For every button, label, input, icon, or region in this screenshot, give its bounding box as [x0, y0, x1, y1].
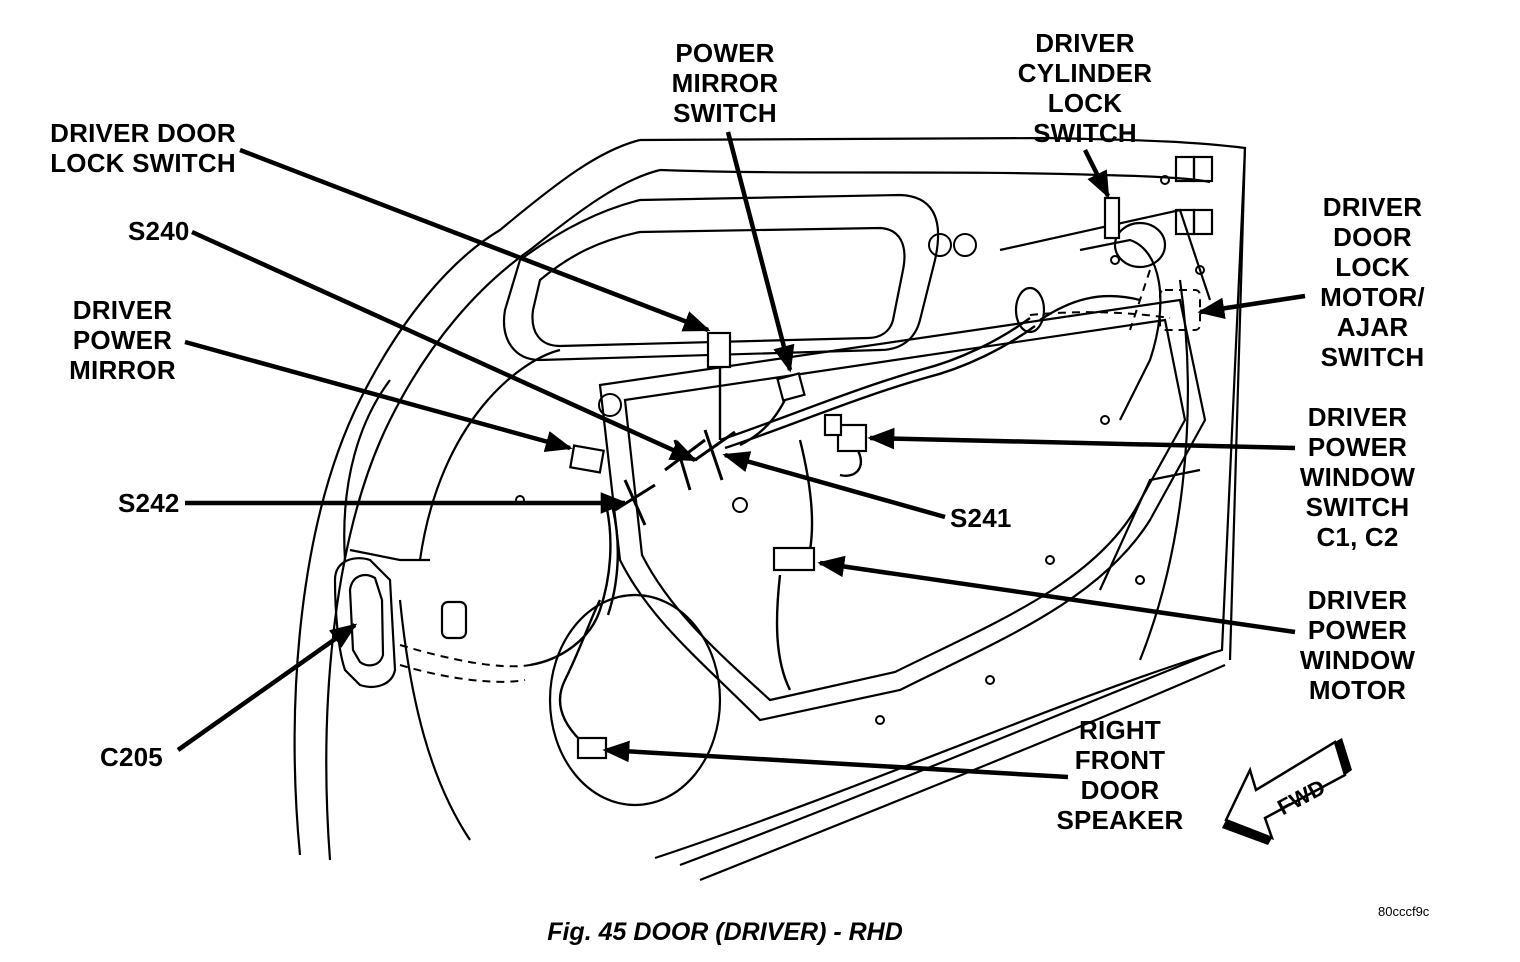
latch-assembly [333, 548, 468, 688]
leader-driver-door-lock-motor [1197, 293, 1306, 320]
leader-driver-power-window-switch [867, 427, 1296, 451]
label-driver-door-lock-switch: DRIVER DOOR LOCK SWITCH [50, 118, 236, 178]
label-s241: S241 [950, 503, 1012, 533]
fwd-arrow-icon: FWD [1222, 738, 1352, 845]
leader-s240 [191, 229, 698, 463]
leader-s241 [722, 451, 946, 520]
wiring-harness [529, 294, 1141, 741]
label-s240: S240 [128, 216, 190, 246]
connectors [569, 196, 1121, 760]
hidden-wiring [399, 269, 1201, 683]
figure-caption: Fig. 45 DOOR (DRIVER) - RHD [547, 918, 903, 946]
leader-power-mirror-switch [725, 131, 795, 373]
label-driver-cylinder-lock-switch: DRIVER CYLINDER LOCK SWITCH [1017, 28, 1153, 148]
leader-right-front-door-speaker [602, 740, 1069, 780]
leader-driver-power-window-motor [817, 555, 1296, 635]
label-right-front-door-speaker: RIGHT FRONT DOOR SPEAKER [1056, 715, 1184, 835]
leader-driver-door-lock-switch [239, 147, 711, 333]
label-s242: S242 [118, 488, 180, 518]
panel-holes [515, 175, 1205, 725]
label-driver-power-window-switch: DRIVER POWER WINDOW SWITCH C1, C2 [1299, 402, 1416, 552]
speaker-outline [548, 593, 722, 807]
leader-driver-cylinder-lock-switch [1082, 148, 1111, 199]
label-driver-power-window-motor: DRIVER POWER WINDOW MOTOR [1299, 585, 1416, 705]
label-driver-door-lock-motor: DRIVER DOOR LOCK MOTOR/ AJAR SWITCH [1320, 192, 1425, 372]
label-driver-power-mirror: DRIVER POWER MIRROR [69, 295, 176, 385]
leader-lines [176, 131, 1306, 780]
door-outline [293, 136, 1247, 882]
leader-driver-power-mirror [184, 339, 573, 452]
label-power-mirror-switch: POWER MIRROR SWITCH [671, 38, 779, 128]
figure-code: 80cccf9c [1378, 904, 1430, 919]
leader-c205 [176, 623, 358, 752]
label-c205: C205 [100, 742, 163, 772]
